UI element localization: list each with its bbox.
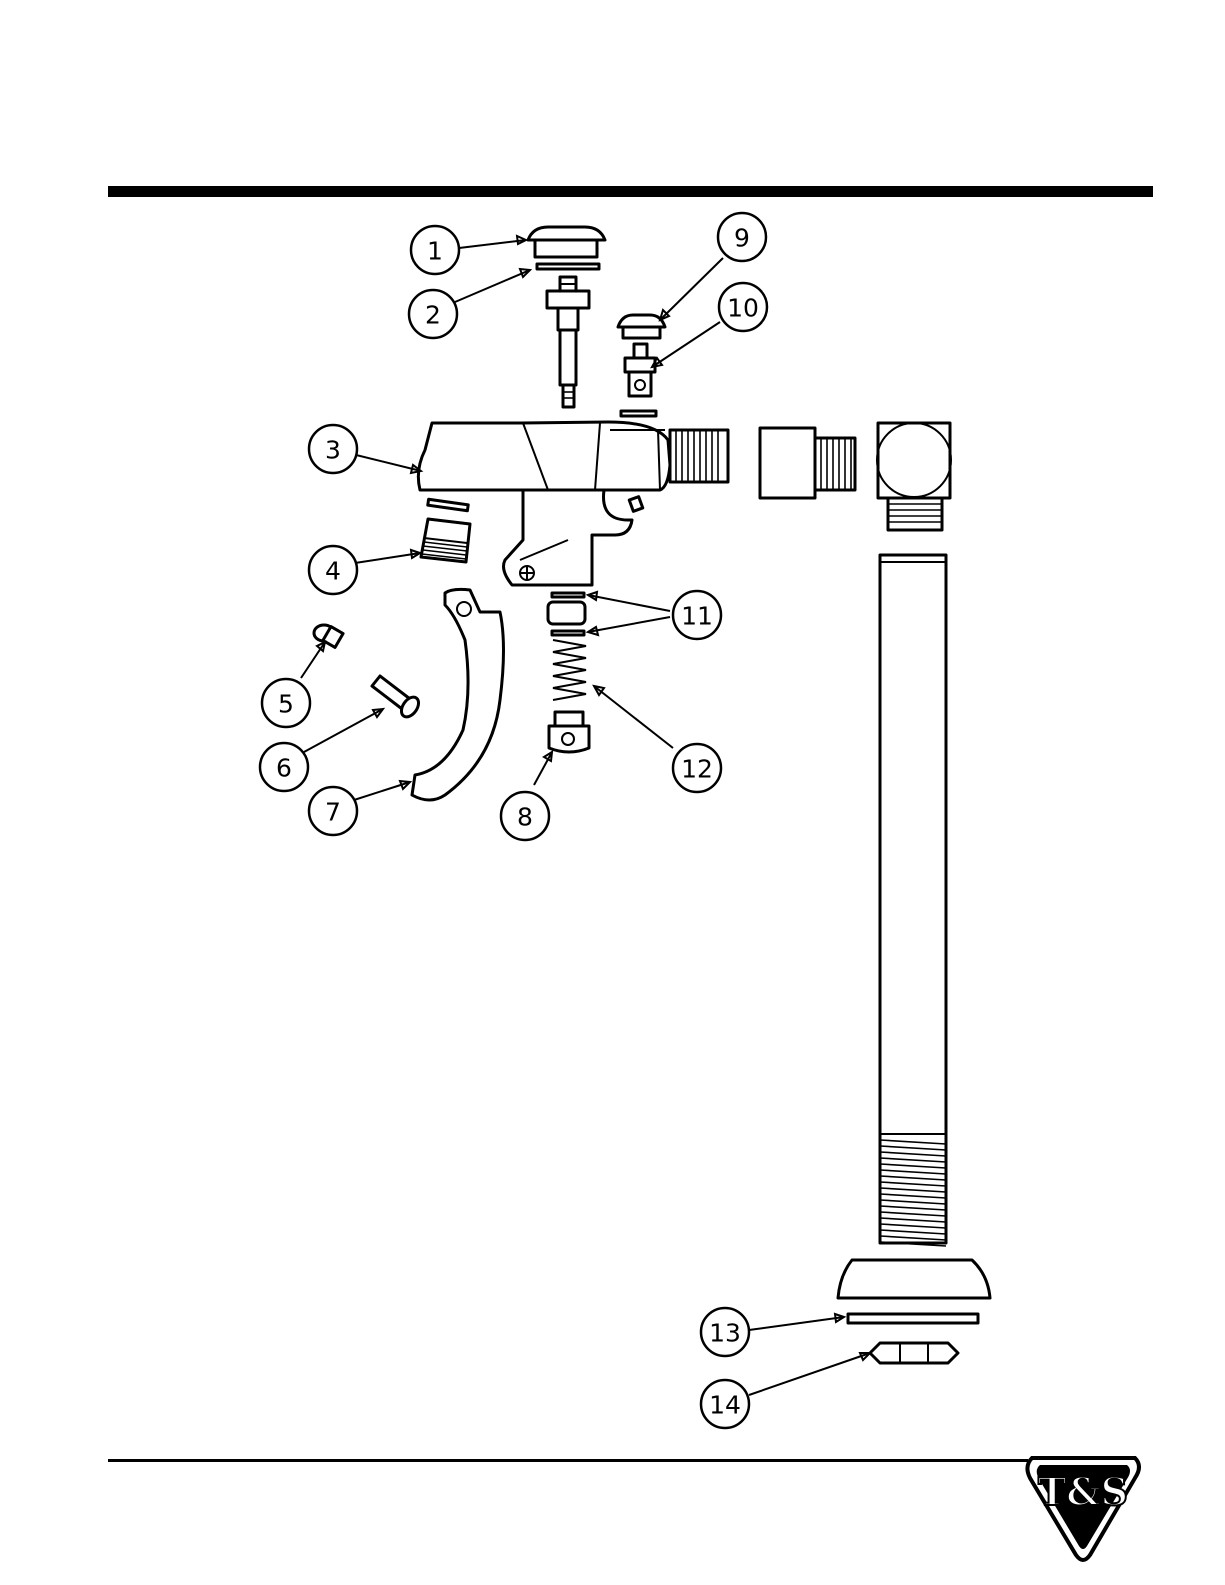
leader-lines bbox=[301, 236, 870, 1395]
svg-text:14: 14 bbox=[709, 1391, 741, 1420]
small-stem-washer bbox=[621, 411, 656, 416]
svg-text:10: 10 bbox=[727, 294, 759, 323]
elbow-fitting bbox=[877, 423, 951, 530]
part-11-seat-washers bbox=[548, 593, 585, 635]
callout-8: 8 bbox=[501, 792, 549, 840]
callout-1: 1 bbox=[411, 226, 459, 274]
stem bbox=[547, 277, 589, 407]
part-2-washer bbox=[537, 264, 599, 269]
part-12-spring bbox=[553, 640, 586, 700]
callout-5: 5 bbox=[262, 679, 310, 727]
riser-pipe bbox=[880, 555, 946, 1246]
callout-10: 10 bbox=[719, 283, 767, 331]
callout-12: 12 bbox=[673, 744, 721, 792]
svg-text:4: 4 bbox=[325, 557, 341, 586]
flange bbox=[838, 1260, 990, 1298]
svg-text:7: 7 bbox=[325, 798, 341, 827]
svg-text:13: 13 bbox=[709, 1319, 741, 1348]
part-9-small-cap bbox=[618, 315, 665, 338]
callout-13: 13 bbox=[701, 1308, 749, 1356]
part-8-plunger bbox=[549, 712, 589, 752]
footer-rule bbox=[108, 1459, 1028, 1462]
svg-text:3: 3 bbox=[325, 436, 341, 465]
part-5-screw bbox=[314, 625, 343, 647]
callout-3: 3 bbox=[309, 425, 357, 473]
svg-text:5: 5 bbox=[278, 690, 294, 719]
callout-4: 4 bbox=[309, 546, 357, 594]
part-10-small-stem bbox=[625, 344, 655, 396]
svg-text:2: 2 bbox=[425, 301, 441, 330]
svg-text:6: 6 bbox=[276, 754, 292, 783]
coupling-nut bbox=[760, 428, 855, 498]
part-14-lock-nut bbox=[870, 1343, 958, 1363]
part-1-cap bbox=[528, 227, 605, 257]
svg-text:9: 9 bbox=[734, 224, 750, 253]
part-7-lever bbox=[412, 589, 504, 800]
svg-text:12: 12 bbox=[681, 755, 713, 784]
svg-text:11: 11 bbox=[681, 602, 713, 631]
callout-9: 9 bbox=[718, 213, 766, 261]
callout-2: 2 bbox=[409, 290, 457, 338]
callout-6: 6 bbox=[260, 743, 308, 791]
header-rule bbox=[108, 186, 1153, 197]
callout-7: 7 bbox=[309, 787, 357, 835]
svg-text:T&S: T&S bbox=[1038, 1469, 1128, 1514]
callout-14: 14 bbox=[701, 1380, 749, 1428]
callout-11: 11 bbox=[673, 591, 721, 639]
svg-text:1: 1 bbox=[427, 237, 443, 266]
part-4-aerator bbox=[421, 499, 470, 562]
svg-text:8: 8 bbox=[517, 803, 533, 832]
ts-brand-logo: T&S bbox=[1027, 1458, 1139, 1560]
part-13-gasket bbox=[848, 1314, 978, 1323]
